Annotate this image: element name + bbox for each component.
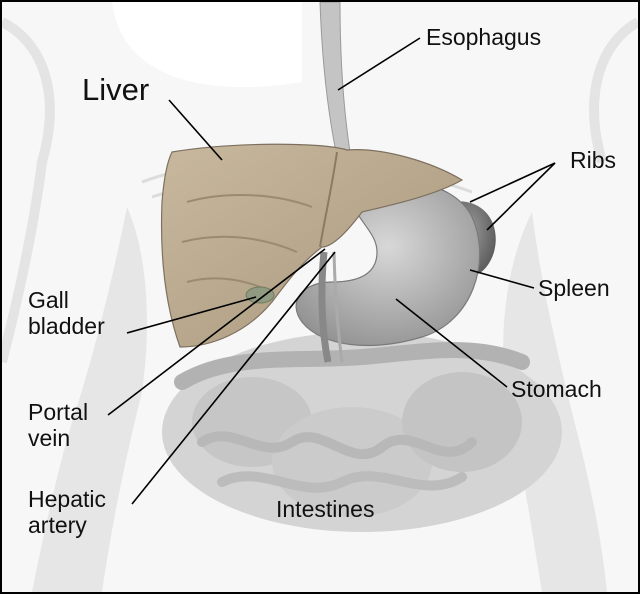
label-stomach: Stomach [511, 376, 602, 402]
label-gall-bladder-line2: bladder [28, 313, 105, 339]
label-portal-vein-line1: Portal [28, 399, 88, 425]
label-spleen: Spleen [538, 275, 610, 301]
label-gall-bladder-line1: Gall [28, 287, 105, 313]
label-liver: Liver [82, 72, 149, 108]
label-ribs: Ribs [570, 147, 616, 173]
label-portal-vein: Portal vein [28, 399, 88, 452]
gall-bladder-shape [246, 287, 274, 303]
label-hepatic-artery: Hepatic artery [28, 486, 106, 539]
label-gall-bladder: Gall bladder [28, 287, 105, 340]
label-esophagus: Esophagus [426, 24, 541, 50]
label-portal-vein-line2: vein [28, 425, 88, 451]
label-hepatic-artery-line1: Hepatic [28, 486, 106, 512]
label-hepatic-artery-line2: artery [28, 512, 106, 538]
label-intestines: Intestines [276, 496, 374, 522]
